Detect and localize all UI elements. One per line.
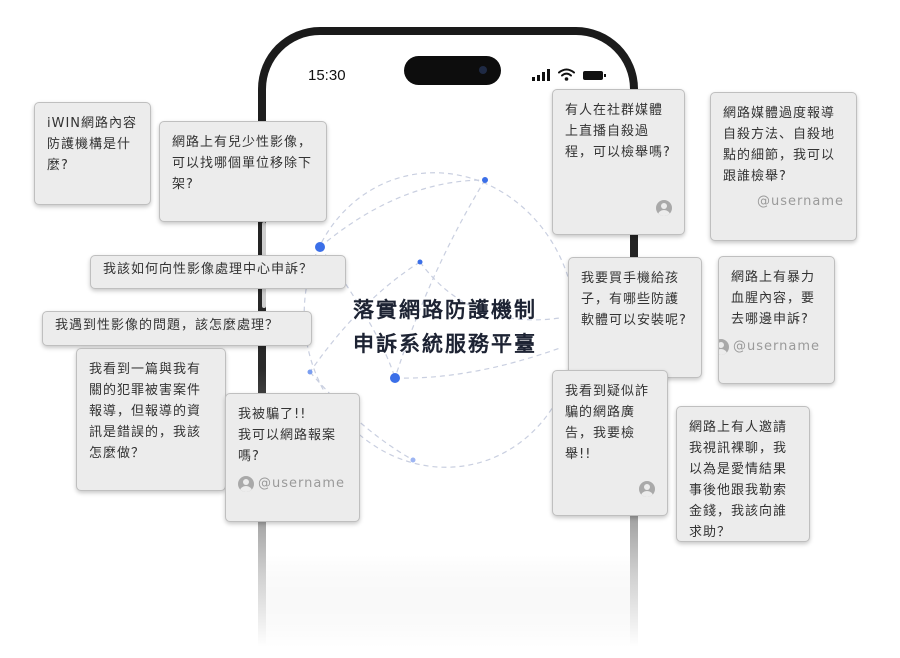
phone-side-button bbox=[262, 222, 266, 260]
question-text: 我看到疑似詐騙的網路廣告，我要檢舉!! bbox=[565, 384, 650, 462]
question-card[interactable]: 網路媒體過度報導自殺方法、自殺地點的細節，我可以跟誰檢舉? @username bbox=[710, 92, 857, 241]
question-text: 網路上有暴力血腥內容，要去哪邊申訴? bbox=[731, 270, 816, 327]
question-text: iWIN網路內容防護機構是什麼? bbox=[47, 116, 138, 173]
question-text: 我被騙了!! 我可以網路報案嗎? bbox=[238, 407, 337, 464]
question-text: 我要買手機給孩子，有哪些防護軟體可以安裝呢? bbox=[581, 271, 687, 328]
user-avatar-icon bbox=[656, 200, 672, 216]
question-card[interactable]: 我看到一篇與我有關的犯罪被害案件報導，但報導的資訊是錯誤的，我該怎麼做？ bbox=[76, 348, 226, 491]
question-text: 我該如何向性影像處理中心申訴？ bbox=[103, 262, 314, 277]
user-avatar-icon bbox=[238, 475, 254, 492]
question-card[interactable]: 網路上有人邀請我視訊裸聊，我以為是愛情結果事後他跟我勒索金錢，我該向誰求助？ bbox=[676, 406, 810, 542]
question-text: 我看到一篇與我有關的犯罪被害案件報導，但報導的資訊是錯誤的，我該怎麼做？ bbox=[89, 362, 202, 461]
user-avatar-icon bbox=[639, 481, 655, 497]
question-text: 網路媒體過度報導自殺方法、自殺地點的細節，我可以跟誰檢舉? bbox=[723, 106, 836, 184]
network-node bbox=[390, 373, 400, 383]
title-line-1: 落實網路防護機制 bbox=[353, 298, 537, 322]
question-text: 我遇到性影像的問題，該怎麼處理？ bbox=[55, 318, 280, 333]
network-node bbox=[410, 457, 416, 463]
question-card[interactable]: iWIN網路內容防護機構是什麼? bbox=[34, 102, 151, 205]
network-node bbox=[417, 259, 423, 265]
network-node bbox=[315, 242, 325, 252]
question-card[interactable]: 我該如何向性影像處理中心申訴？ bbox=[90, 255, 346, 289]
user-tag: @username bbox=[719, 336, 822, 357]
user-avatar-icon bbox=[719, 338, 729, 355]
title-line-2: 申訴系統服務平臺 bbox=[353, 332, 537, 356]
question-card[interactable]: 我看到疑似詐騙的網路廣告，我要檢舉!! bbox=[552, 370, 668, 516]
signal-icon bbox=[532, 69, 550, 81]
username: @username bbox=[733, 339, 820, 354]
question-card[interactable]: 我要買手機給孩子，有哪些防護軟體可以安裝呢? bbox=[568, 257, 702, 378]
question-card[interactable]: 我被騙了!! 我可以網路報案嗎? @username bbox=[225, 393, 360, 522]
status-time: 15:30 bbox=[308, 67, 346, 84]
status-icons bbox=[532, 68, 606, 81]
user-tag: @username bbox=[238, 473, 347, 494]
username: @username bbox=[757, 194, 844, 209]
network-node bbox=[482, 177, 488, 183]
dynamic-island bbox=[404, 56, 501, 85]
question-text: 網路上有兒少性影像，可以找哪個單位移除下架? bbox=[172, 135, 313, 192]
username: @username bbox=[258, 476, 345, 491]
phone-side-button bbox=[262, 270, 266, 308]
network-node bbox=[307, 369, 313, 375]
question-card[interactable]: 有人在社群媒體上直播自殺過程，可以檢舉嗎? bbox=[552, 89, 685, 235]
question-text: 有人在社群媒體上直播自殺過程，可以檢舉嗎? bbox=[565, 103, 671, 160]
battery-icon bbox=[583, 71, 606, 80]
question-card[interactable]: 網路上有暴力血腥內容，要去哪邊申訴? @username bbox=[718, 256, 835, 384]
question-text: 網路上有人邀請我視訊裸聊，我以為是愛情結果事後他跟我勒索金錢，我該向誰求助？ bbox=[689, 420, 788, 540]
question-card[interactable]: 我遇到性影像的問題，該怎麼處理？ bbox=[42, 311, 312, 346]
user-tag: @username bbox=[723, 191, 844, 212]
page-title: 落實網路防護機制 申訴系統服務平臺 bbox=[330, 293, 560, 361]
wifi-icon bbox=[558, 68, 575, 81]
question-card[interactable]: 網路上有兒少性影像，可以找哪個單位移除下架? bbox=[159, 121, 327, 222]
